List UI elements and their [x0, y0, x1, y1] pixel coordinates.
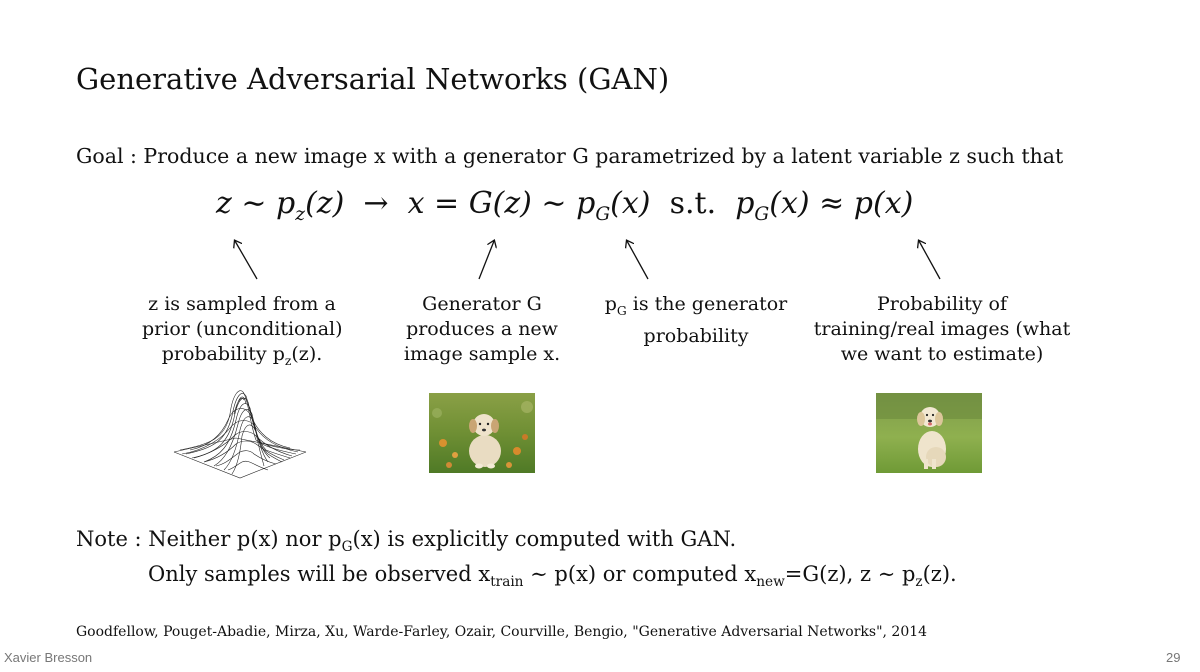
reference-citation: Goodfellow, Pouget-Abadie, Mirza, Xu, Wa…	[76, 624, 928, 640]
caption-prior: z is sampled from a prior (unconditional…	[142, 292, 343, 374]
formula-pz-sub: z	[295, 204, 306, 225]
caption-generator-line1: Generator G	[422, 293, 542, 315]
formula-pg2-sub: G	[754, 204, 770, 225]
formula-pg2: p	[735, 186, 755, 221]
puppy-photo	[429, 393, 535, 473]
gaussian-surface-icon	[173, 390, 307, 479]
formula-arrow: →	[363, 186, 389, 221]
caption-real: Probability of training/real images (wha…	[812, 292, 1072, 367]
caption-pg-line1: pG is the generator	[604, 293, 788, 318]
page-title: Generative Adversarial Networks (GAN)	[76, 62, 670, 96]
formula-pz: p	[276, 186, 296, 221]
caption-generator-line3: image sample x.	[403, 343, 561, 365]
dog-photo	[876, 393, 982, 473]
caption-real-line3: we want to estimate)	[840, 343, 1044, 365]
arrow-1	[235, 241, 258, 280]
formula-pg: p	[576, 186, 596, 221]
page-number: 29	[1166, 650, 1181, 665]
formula-pg-sub: G	[595, 204, 611, 225]
caption-generator-line2: produces a new	[406, 318, 558, 340]
caption-pg: pG is the generator probability	[596, 292, 796, 349]
caption-real-line1: Probability of	[876, 293, 1008, 315]
caption-prior-line2: prior (unconditional)	[142, 318, 343, 340]
arrow-4	[919, 241, 941, 280]
caption-prior-line3: probability pz(z).	[161, 343, 323, 368]
arrow-3	[627, 241, 649, 280]
formula-pg2-arg: (x) ≈ p(x)	[769, 186, 914, 221]
arrow-2	[478, 241, 494, 280]
note-line-1: Note : Neither p(x) nor pG(x) is explici…	[76, 527, 737, 556]
caption-real-line2: training/real images (what	[813, 318, 1071, 340]
formula-pg-arg: (x)	[610, 186, 651, 221]
formula-x-eq: x = G(z) ∼	[407, 186, 577, 221]
caption-prior-line1: z is sampled from a	[148, 293, 336, 315]
formula-z: z	[216, 186, 232, 221]
formula: z ∼ pz(z) → x = G(z) ∼ pG(x) s.t. pG(x) …	[216, 186, 913, 225]
goal-text: Goal : Produce a new image x with a gene…	[76, 144, 1064, 168]
formula-sim: ∼	[241, 186, 267, 221]
formula-pz-arg: (z)	[305, 186, 345, 221]
formula-st: s.t.	[669, 186, 717, 221]
note-line-2: Only samples will be observed xtrain ∼ p…	[148, 562, 957, 591]
footer-author: Xavier Bresson	[4, 650, 93, 665]
caption-pg-line2: probability	[643, 324, 749, 347]
caption-generator: Generator G produces a new image sample …	[392, 292, 572, 367]
